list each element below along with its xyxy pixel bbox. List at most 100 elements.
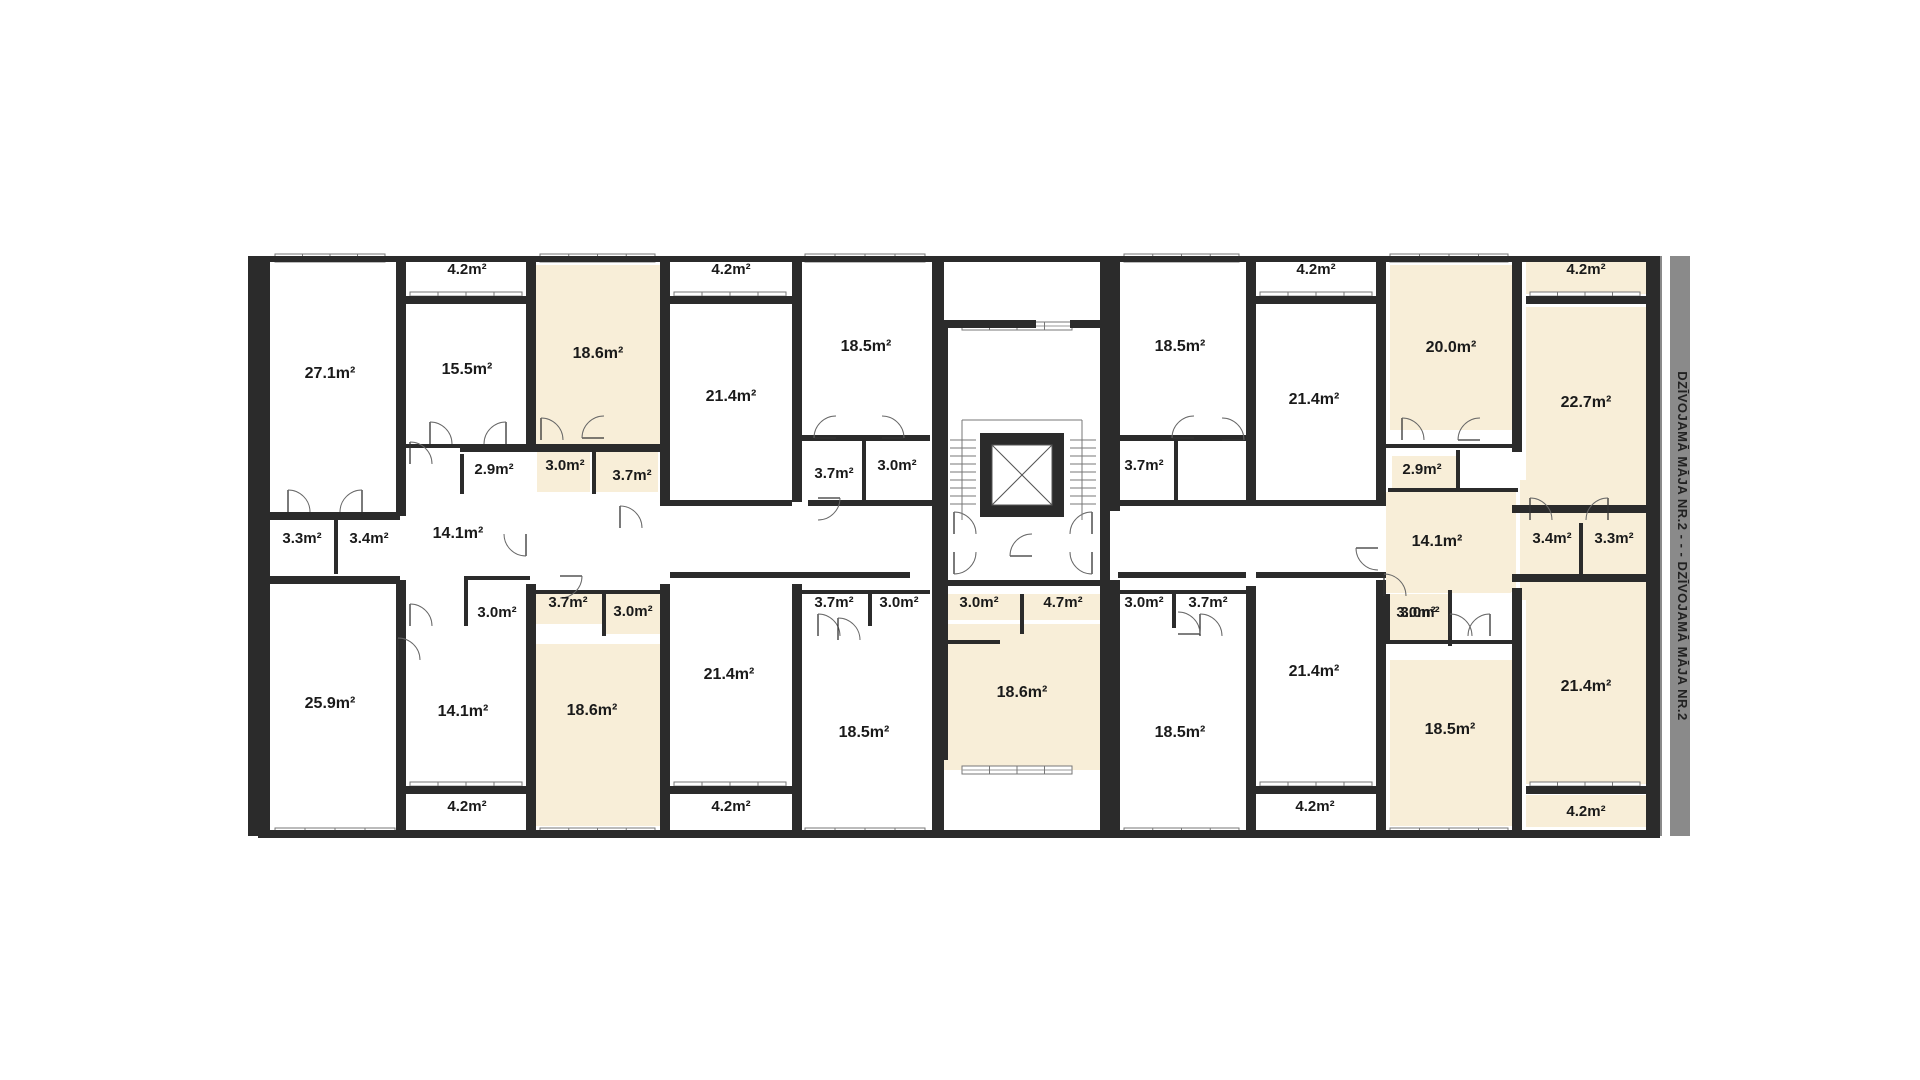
room-fill [1256, 262, 1376, 294]
room-area-label: 14.1m² [433, 525, 484, 542]
wall [460, 454, 464, 494]
room-area-label: 4.2m² [711, 798, 750, 815]
door-swing-icon [817, 613, 841, 637]
room-area-label: 4.2m² [711, 261, 750, 278]
room-area-label: 15.5m² [442, 361, 493, 378]
door-swing-icon [483, 421, 507, 445]
room-fill [1392, 456, 1458, 488]
wall [270, 512, 400, 520]
door-swing-icon [397, 637, 421, 661]
neighbour-strip [1662, 256, 1670, 836]
wall [1388, 488, 1518, 492]
wall [1100, 256, 1112, 336]
wall [1070, 320, 1110, 328]
wall [536, 590, 660, 594]
stair-elevator-core [950, 419, 1096, 520]
wall [1376, 580, 1386, 838]
wall [464, 576, 468, 626]
room-fill [1390, 265, 1514, 430]
door-swing-icon [1221, 417, 1245, 441]
door-swing-icon [1467, 613, 1491, 637]
door-swing-icon [1069, 511, 1093, 535]
wall [1256, 500, 1386, 506]
room-area-label: 3.0m² [545, 457, 584, 474]
room-area-label: 4.7m² [1043, 594, 1082, 611]
wall [258, 256, 1660, 262]
room-area-label: 3.0m² [879, 594, 918, 611]
door-swing-icon [619, 505, 643, 529]
wall [670, 572, 910, 578]
room-area-label: 3.0m² [477, 604, 516, 621]
window-icon [961, 765, 1073, 775]
room-area-label: 21.4m² [706, 388, 757, 405]
wall [868, 590, 872, 626]
room-fill [866, 440, 928, 500]
room-area-label: 18.5m² [1155, 338, 1206, 355]
room-area-label: 21.4m² [1561, 678, 1612, 695]
door-swing-icon [287, 489, 311, 513]
room-fill [536, 594, 602, 624]
wall [1110, 256, 1120, 511]
room-area-label: 4.2m² [1566, 803, 1605, 820]
wall [862, 440, 866, 500]
wall [1110, 580, 1120, 838]
room-area-label: 3.7m² [814, 465, 853, 482]
room-fill [1526, 594, 1646, 784]
room-fill [1256, 594, 1376, 786]
wall [670, 296, 792, 304]
door-swing-icon [339, 489, 363, 513]
room-fill [1177, 595, 1237, 625]
room-area-label: 21.4m² [1289, 663, 1340, 680]
stairs-icon [950, 419, 1096, 520]
room-area-label: 2.9m² [474, 461, 513, 478]
wall [396, 256, 406, 516]
wall [592, 448, 596, 494]
wall [1512, 256, 1522, 452]
door-swing-icon [1529, 497, 1553, 521]
wall [1386, 594, 1390, 644]
room-fill [606, 594, 660, 634]
wall [1256, 572, 1386, 578]
wall [334, 518, 338, 574]
room-fill [468, 578, 528, 628]
room-fill [1526, 795, 1646, 827]
room-fill [1386, 492, 1516, 592]
door-swing-icon [1069, 551, 1093, 575]
room-fill [535, 265, 661, 445]
door-swing-icon [953, 511, 977, 535]
room-area-label: 14.1m² [438, 703, 489, 720]
room-area-label: 3.0m² [959, 594, 998, 611]
wall [1020, 594, 1024, 634]
room-area-label: 3.7m² [1124, 457, 1163, 474]
door-swing-icon [813, 415, 837, 439]
wall [940, 320, 1036, 328]
room-fill [270, 518, 334, 572]
wall [792, 584, 802, 838]
wall [406, 786, 528, 794]
neighbour-building-label: DZĪVOJAMĀ MĀJA NR.2 - - - DZĪVOJAMĀ MĀJA… [1675, 371, 1690, 720]
door-swing-icon [1383, 573, 1407, 597]
wall [932, 256, 942, 832]
door-swing-icon [1585, 497, 1609, 521]
room-area-label: 3.0m² [1400, 604, 1439, 621]
wall [802, 590, 930, 594]
room-fill [670, 262, 792, 294]
room-fill [535, 644, 661, 826]
wall [792, 256, 802, 502]
wall [1118, 500, 1246, 506]
room-area-label: 3.7m² [612, 467, 651, 484]
wall [1526, 296, 1646, 304]
door-swing-icon [837, 617, 861, 641]
room-fill [940, 624, 1104, 770]
wall [802, 435, 930, 441]
room-area-label: 3.7m² [814, 594, 853, 611]
door-swing-icon [409, 603, 433, 627]
wall [1174, 440, 1178, 500]
room-fills [270, 262, 1648, 830]
room-area-label: 18.5m² [839, 724, 890, 741]
door-swing-icon [1009, 533, 1033, 557]
door-swing-icon [817, 497, 841, 521]
door-swing-icon [540, 417, 564, 441]
door-swing-icon [429, 421, 453, 445]
wall [248, 256, 270, 836]
